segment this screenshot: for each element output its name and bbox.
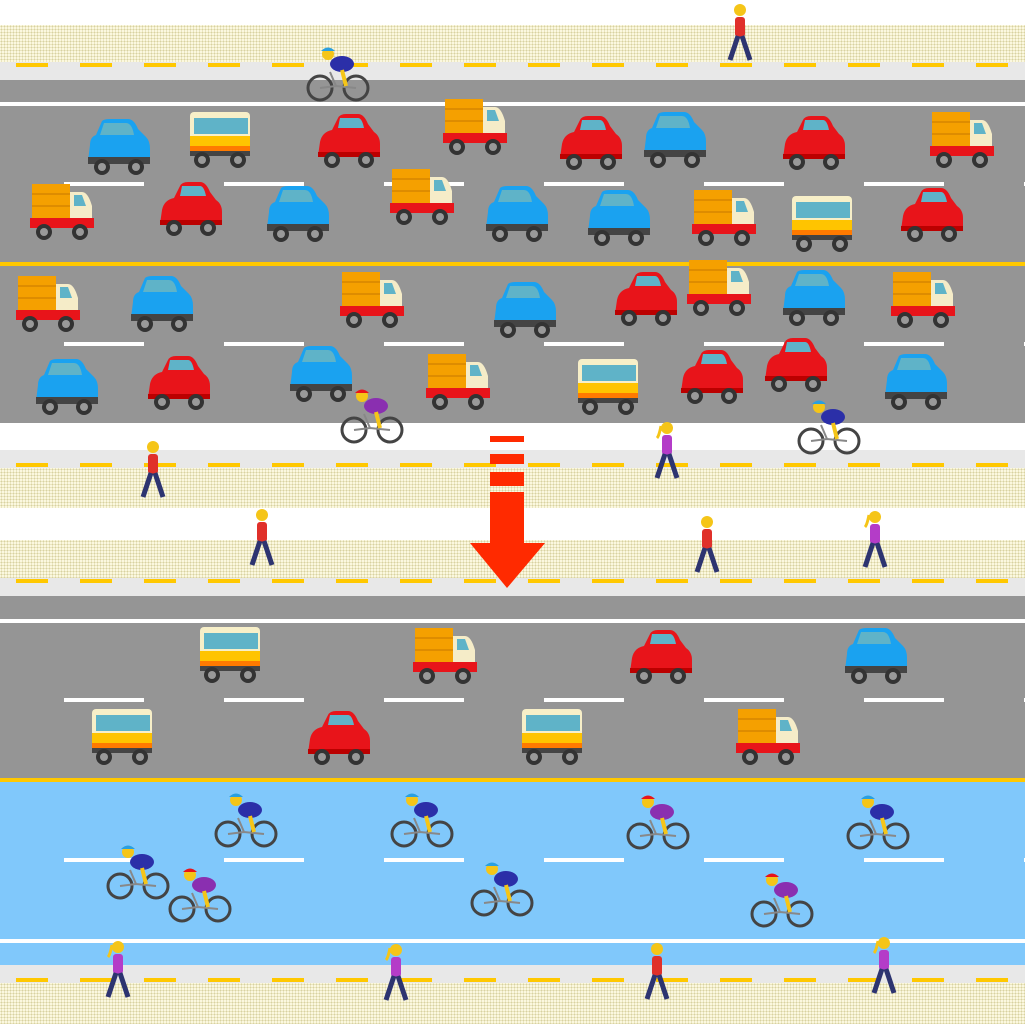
- delivery-truck-icon: [736, 709, 800, 765]
- cyclist-icon: [626, 795, 690, 850]
- bus-icon: [578, 359, 638, 415]
- blue-car-icon: [290, 346, 352, 402]
- delivery-truck-icon: [16, 276, 80, 332]
- delivery-truck-icon: [692, 190, 756, 246]
- blue-car-icon: [131, 276, 193, 332]
- red-car-icon: [765, 338, 827, 392]
- down-arrow-icon: [470, 436, 545, 588]
- delivery-truck-icon: [340, 272, 404, 328]
- lane-dashes: [0, 858, 1025, 862]
- edge-line: [0, 102, 1025, 106]
- red-car-icon: [308, 711, 370, 765]
- cyclist-icon: [306, 47, 370, 102]
- sidewalk-bottom: [0, 983, 1025, 1024]
- pedestrian-icon: [644, 943, 670, 1000]
- lane-dashes: [0, 342, 1025, 346]
- blue-car-icon: [486, 186, 548, 242]
- pedestrian-icon: [862, 511, 888, 568]
- delivery-truck-icon: [413, 628, 477, 684]
- red-car-icon: [630, 630, 692, 684]
- sidewalk-top: [0, 25, 1025, 63]
- delivery-truck-icon: [930, 112, 994, 168]
- blue-car-icon: [88, 119, 150, 175]
- blue-car-icon: [267, 186, 329, 242]
- pedestrian-icon: [654, 422, 680, 479]
- edge-line: [0, 619, 1025, 623]
- blue-car-icon: [494, 282, 556, 338]
- lane-dashes: [0, 182, 1025, 186]
- pedestrian-icon: [383, 944, 409, 1001]
- pedestrian-icon: [140, 441, 166, 498]
- red-car-icon: [560, 116, 622, 170]
- cyclist-icon: [106, 845, 170, 900]
- bus-icon: [792, 196, 852, 252]
- red-car-icon: [148, 356, 210, 410]
- pedestrian-icon: [694, 516, 720, 573]
- cyclist-icon: [470, 862, 534, 917]
- delivery-truck-icon: [443, 99, 507, 155]
- center-line: [0, 262, 1025, 266]
- blue-car-icon: [36, 359, 98, 415]
- cyclist-icon: [797, 400, 861, 455]
- delivery-truck-icon: [30, 184, 94, 240]
- blue-car-icon: [644, 112, 706, 168]
- cyclist-icon: [214, 793, 278, 848]
- delivery-truck-icon: [687, 260, 751, 316]
- blue-car-icon: [885, 354, 947, 410]
- pedestrian-icon: [249, 509, 275, 566]
- delivery-truck-icon: [891, 272, 955, 328]
- red-car-icon: [901, 188, 963, 242]
- bus-icon: [522, 709, 582, 765]
- cyclist-icon: [750, 873, 814, 928]
- pedestrian-icon: [105, 941, 131, 998]
- red-car-icon: [681, 350, 743, 404]
- lane-dashes: [0, 698, 1025, 702]
- cyclist-icon: [168, 868, 232, 923]
- blue-car-icon: [845, 628, 907, 684]
- bus-icon: [190, 112, 250, 168]
- delivery-truck-icon: [390, 169, 454, 225]
- curb: [0, 62, 1025, 80]
- red-car-icon: [318, 114, 380, 168]
- road-after: [0, 596, 1025, 780]
- edge-line: [0, 423, 1025, 427]
- curb: [0, 965, 1025, 983]
- center-line: [0, 778, 1025, 782]
- cyclist-icon: [340, 389, 404, 444]
- bus-icon: [200, 627, 260, 683]
- bus-icon: [92, 709, 152, 765]
- delivery-truck-icon: [426, 354, 490, 410]
- red-car-icon: [615, 272, 677, 326]
- blue-car-icon: [783, 270, 845, 326]
- red-car-icon: [160, 182, 222, 236]
- pedestrian-icon: [727, 4, 753, 61]
- cyclist-icon: [390, 793, 454, 848]
- blue-car-icon: [588, 190, 650, 246]
- edge-line: [0, 939, 1025, 943]
- red-car-icon: [783, 116, 845, 170]
- pedestrian-icon: [871, 937, 897, 994]
- cyclist-icon: [846, 795, 910, 850]
